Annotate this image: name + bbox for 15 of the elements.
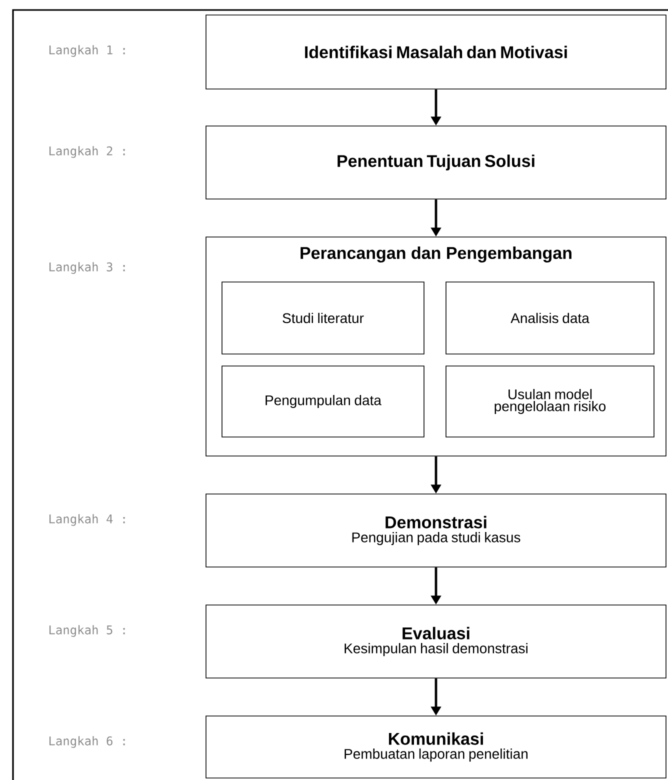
- step-label: Langkah 4 :: [49, 514, 125, 526]
- step-box: Evaluasi Kesimpulan hasil demonstrasi: [206, 604, 666, 678]
- sub-step-box: Studi literatur: [222, 282, 424, 354]
- step-box: Demonstrasi Pengujian pada studi kasus: [206, 494, 666, 568]
- sub-step-box: Analisis data: [446, 282, 654, 354]
- step-label: Langkah 1 :: [49, 45, 125, 57]
- step-label: Langkah 5 :: [49, 625, 125, 637]
- sub-step-box: Pengumpulan data: [222, 366, 424, 438]
- step-box: Identifikasi Masalah dan Motivasi: [206, 14, 666, 90]
- step-box: Penentuan Tujuan Solusi: [206, 126, 666, 200]
- step-label: Langkah 2 :: [49, 146, 125, 158]
- step-box: Komunikasi Pembuatan laporan penelitian: [206, 716, 666, 778]
- sub-step-box: Usulan model pengelolaan risiko: [446, 366, 654, 438]
- step-label: Langkah 3 :: [49, 262, 125, 274]
- step-label: Langkah 6 :: [49, 736, 125, 748]
